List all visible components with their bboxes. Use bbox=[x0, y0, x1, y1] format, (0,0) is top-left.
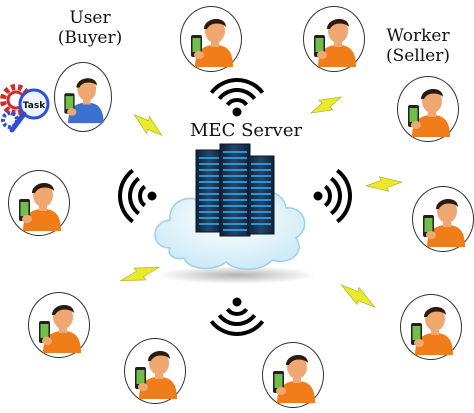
lightning-group bbox=[119, 96, 404, 308]
worker-node[interactable] bbox=[124, 338, 186, 404]
user-label: User (Buyer) bbox=[44, 8, 136, 48]
lightning-icon bbox=[133, 114, 163, 136]
worker-label: Worker (Seller) bbox=[368, 26, 468, 66]
worker-node[interactable] bbox=[397, 76, 459, 142]
worker-node[interactable] bbox=[412, 186, 474, 252]
person-icon bbox=[191, 18, 233, 67]
person-icon bbox=[273, 354, 315, 403]
wifi-signal-icon bbox=[209, 297, 265, 336]
user-node[interactable] bbox=[54, 62, 112, 132]
cloud-shadow bbox=[157, 266, 317, 284]
worker-node[interactable] bbox=[303, 6, 365, 72]
wifi-signal-icon bbox=[209, 78, 265, 117]
task-label: Task bbox=[23, 101, 46, 111]
person-icon bbox=[423, 198, 465, 247]
person-icon bbox=[39, 304, 81, 353]
server-rack-icon bbox=[195, 143, 275, 237]
lightning-icon bbox=[310, 96, 342, 114]
person-icon bbox=[408, 88, 450, 137]
worker-node[interactable] bbox=[262, 342, 324, 408]
worker-node[interactable] bbox=[400, 294, 462, 360]
worker-node[interactable] bbox=[180, 6, 242, 72]
wifi-signal-group bbox=[118, 78, 352, 336]
task-gear-group: Task bbox=[0, 84, 50, 133]
worker-role: (Seller) bbox=[385, 46, 451, 66]
worker-node[interactable] bbox=[28, 292, 90, 358]
wifi-signal-icon bbox=[313, 168, 352, 224]
person-icon bbox=[314, 18, 356, 67]
worker-title: Worker bbox=[386, 26, 450, 46]
person-icon bbox=[19, 182, 61, 231]
wifi-signal-icon bbox=[118, 168, 157, 224]
lightning-icon bbox=[340, 284, 376, 308]
server-label: MEC Server bbox=[190, 120, 303, 141]
worker-node[interactable] bbox=[8, 170, 70, 236]
user-title: User bbox=[69, 8, 111, 28]
magnifier-icon bbox=[9, 88, 50, 133]
lightning-icon bbox=[364, 176, 404, 192]
user-role: (Buyer) bbox=[57, 28, 123, 48]
person-icon bbox=[135, 350, 177, 399]
person-icon bbox=[411, 306, 453, 355]
lightning-icon bbox=[119, 267, 161, 281]
person-icon bbox=[64, 78, 104, 124]
